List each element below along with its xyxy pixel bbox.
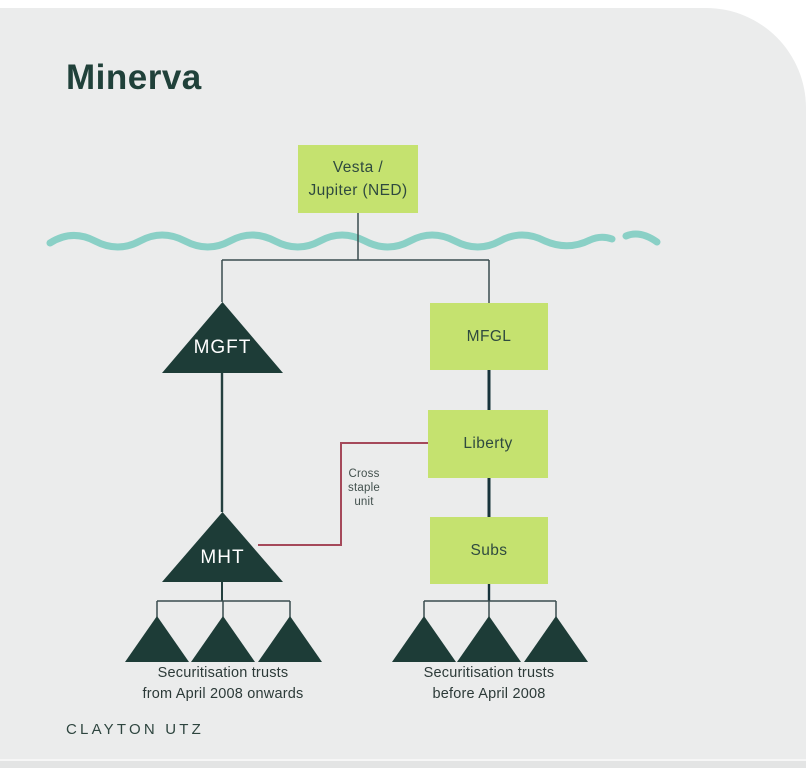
left-trust-triangle-3 [258,616,322,662]
node-liberty-label: Liberty [463,435,513,453]
cross-staple-label: Cross staple unit [338,467,390,509]
cross-staple-line2: staple [348,482,380,495]
caption-right-line1: Securitisation trusts [423,665,555,681]
caption-left-line1: Securitisation trusts [157,665,289,681]
right-trust-triangle-1 [392,616,456,662]
left-trust-triangle-1 [125,616,189,662]
connector-left-trusts-split [156,600,291,617]
caption-right-trusts: Securitisation trusts before April 2008 [349,663,629,706]
cross-staple-line3: unit [354,496,374,509]
slide-background [0,8,806,761]
right-trust-triangle-2 [457,616,521,662]
caption-left-trusts: Securitisation trusts from April 2008 on… [83,663,363,706]
node-subs-label: Subs [470,541,508,559]
left-trust-triangle-2 [191,616,255,662]
node-mfgl-label: MFGL [466,327,512,345]
node-mgft-label: MGFT [193,337,252,358]
slide-bottom-edge [0,759,806,768]
connector-vesta-split [221,213,490,303]
caption-left-line2: from April 2008 onwards [142,686,304,703]
node-subs: Subs [430,517,548,584]
node-mht-label: MHT [200,547,245,568]
cross-staple-connector [258,442,428,546]
page-title: Minerva [66,58,202,97]
clayton-utz-logo: CLAYTON UTZ [66,721,204,738]
waterline-wave [46,231,616,251]
node-mgft-triangle [162,302,283,373]
node-vesta-label-line1: Vesta / [332,158,384,176]
node-mfgl: MFGL [430,303,548,370]
cross-staple-line1: Cross [348,468,380,480]
right-trust-triangle-3 [524,616,588,662]
node-vesta-label-line2: Jupiter (NED) [308,182,408,199]
node-vesta-jupiter: Vesta / Jupiter (NED) [298,145,418,213]
connector-right-trusts-split [423,600,557,617]
caption-right-line2: before April 2008 [432,686,546,703]
node-liberty: Liberty [428,410,548,478]
waterline-wave-tail [622,230,661,246]
node-mht-triangle [162,512,283,582]
